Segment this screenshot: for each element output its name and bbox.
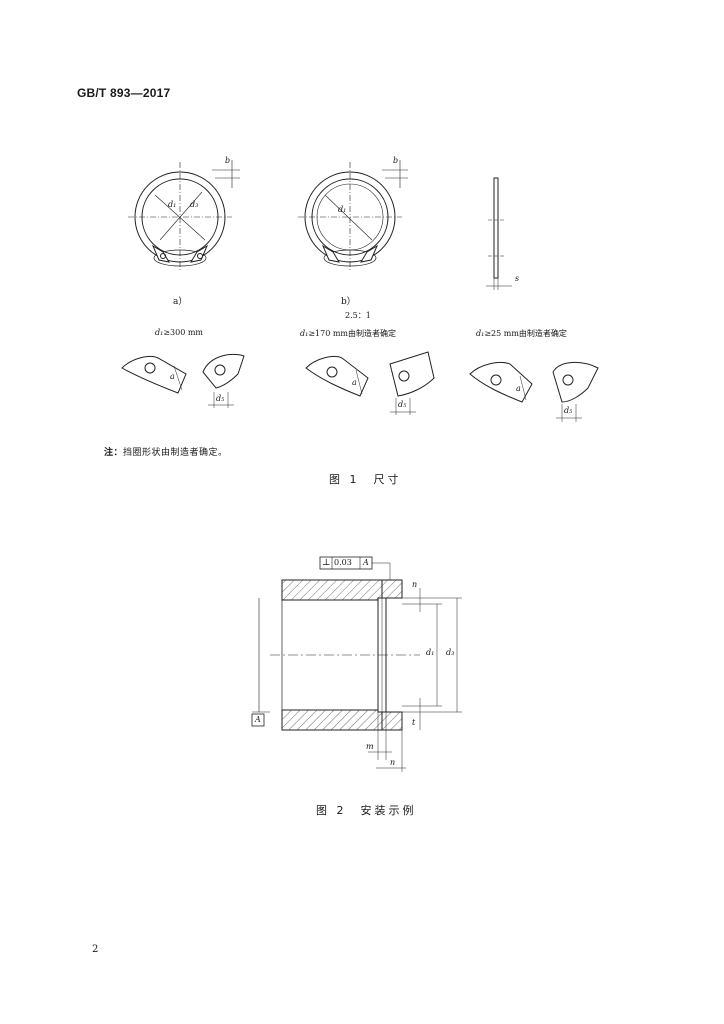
condition-right: d₁≥25 mm由制造者确定 — [476, 328, 567, 339]
dim-d1-label-b: d₁ — [338, 205, 347, 214]
condition-middle: d₁≥170 mm由制造者确定 — [300, 328, 396, 339]
dim-n-label-bottom: n — [390, 758, 396, 767]
scale-label: 2.5：1 — [345, 311, 371, 320]
note-label: 注： — [104, 448, 124, 458]
note-text: 挡圈形状由制造者确定。 — [123, 448, 228, 458]
dim-d3-label-fig2: d₃ — [446, 648, 455, 657]
cond-right-text: ≥25 mm由制造者确定 — [484, 329, 567, 338]
cond-left-symbol: d₁ — [155, 328, 164, 337]
dim-a-label-3: a — [516, 384, 521, 393]
tolerance-symbol: ⊥ — [322, 558, 331, 568]
page-number: 2 — [92, 944, 99, 955]
dim-s-label: s — [515, 274, 520, 283]
figure-1-caption: 图 1 尺寸 — [329, 473, 402, 486]
cond-right-symbol: d₁ — [476, 329, 485, 338]
ring-side-view — [486, 177, 512, 290]
dim-d1-label-fig2: d₁ — [426, 648, 435, 657]
tolerance-value: 0.03 — [334, 558, 352, 567]
dim-d1-label-a: d₁ — [168, 200, 177, 209]
dim-a-label-1: a — [170, 372, 175, 381]
cond-mid-symbol: d₁ — [300, 329, 309, 338]
dim-d5-label-2: d₅ — [398, 400, 407, 409]
dim-b-label-a: b — [225, 156, 231, 165]
figure-1-note: 注：挡圈形状由制造者确定。 — [104, 445, 228, 458]
dim-n-label-top: n — [412, 580, 418, 589]
dim-d5-label-1: d₅ — [216, 394, 225, 403]
standard-number: GB/T 893—2017 — [77, 86, 171, 100]
dim-m-label: m — [366, 742, 374, 751]
ring-b-drawing — [298, 160, 408, 270]
cond-mid-text: ≥170 mm由制造者确定 — [308, 329, 397, 338]
dim-a-label-2: a — [352, 378, 357, 387]
ring-a-drawing — [128, 160, 240, 270]
cond-left-text: ≥300 mm — [163, 328, 204, 337]
datum-a-label: A — [255, 715, 261, 724]
subfigure-b-label: b） — [341, 297, 356, 307]
dim-d5-label-3: d₅ — [564, 406, 573, 415]
dim-d2-label-a: d₃ — [190, 200, 199, 209]
tolerance-datum-ref: A — [363, 558, 369, 567]
dim-b-label-b: b — [393, 156, 399, 165]
lug-details — [121, 351, 599, 422]
dim-t-label: t — [412, 718, 416, 727]
assembly-drawing — [251, 556, 462, 772]
condition-left: d₁≥300 mm — [155, 328, 203, 337]
subfigure-a-label: a） — [173, 297, 188, 307]
figure-2-caption: 图 2 安装示例 — [316, 804, 417, 817]
